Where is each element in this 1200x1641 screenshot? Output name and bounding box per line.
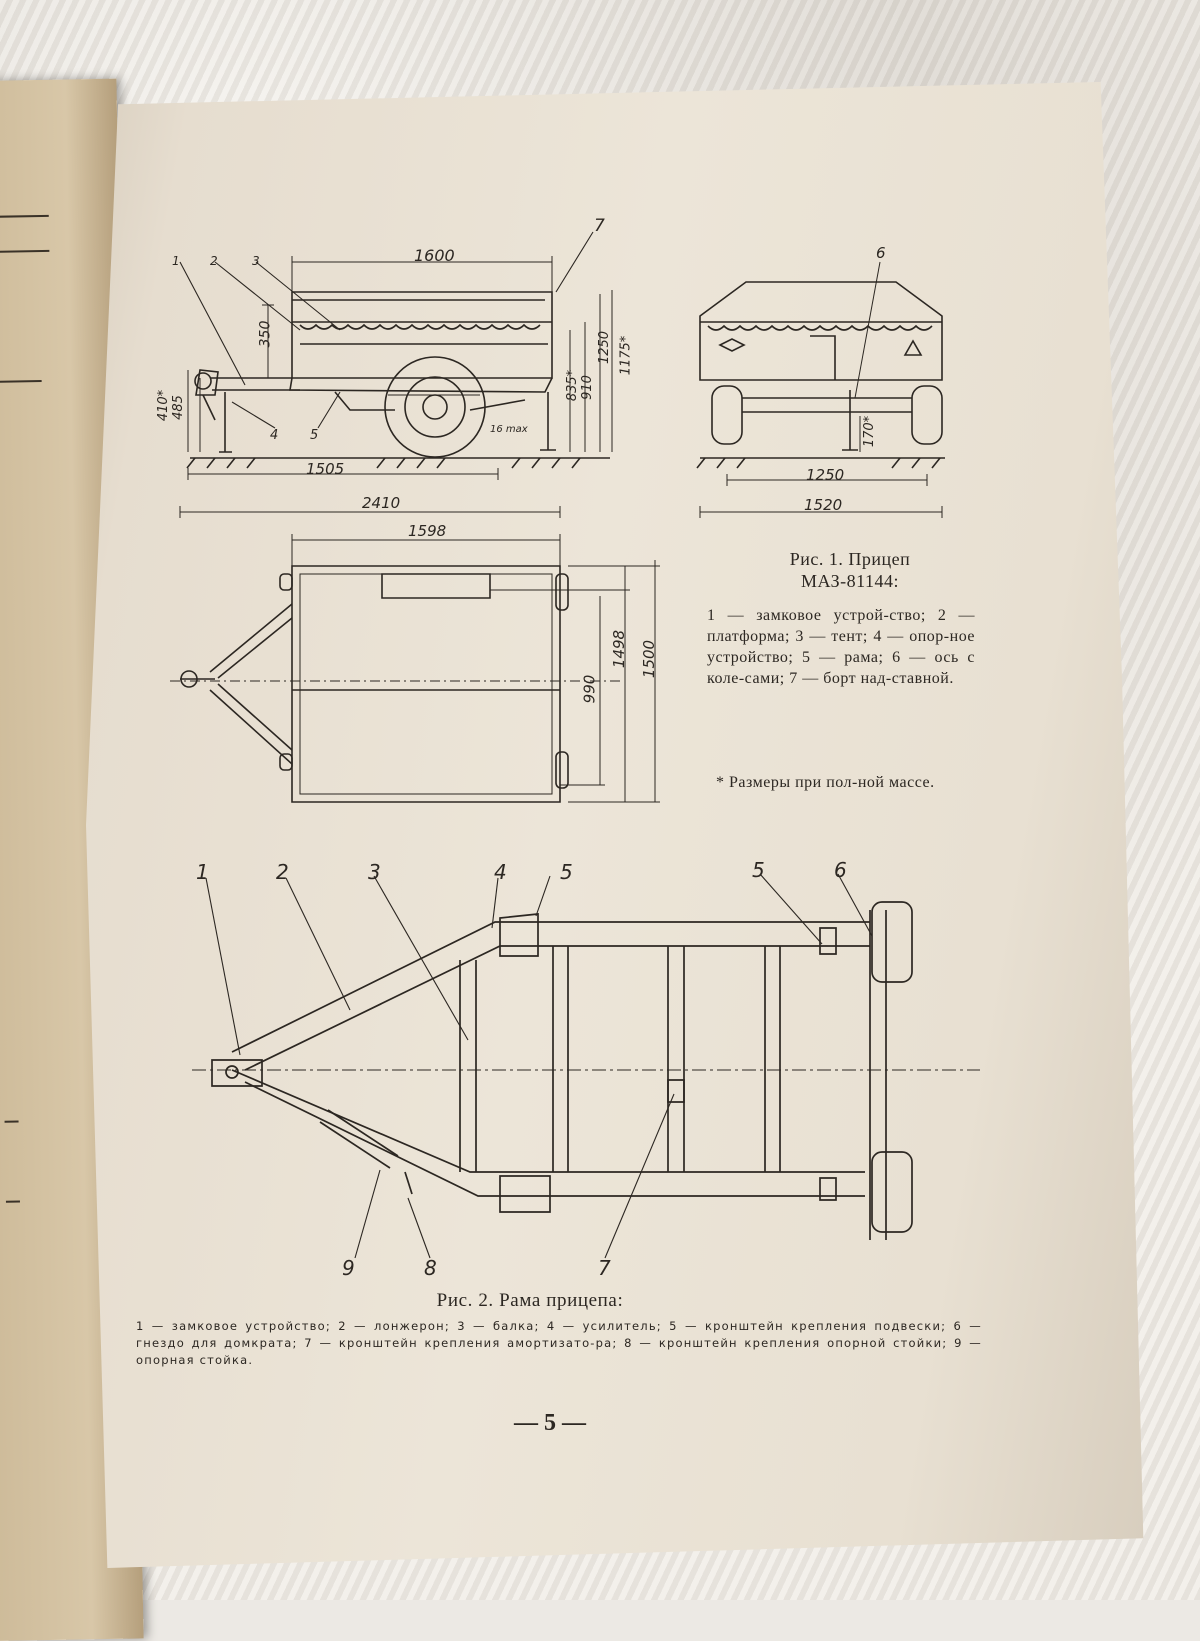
fig1-caption-title-line1: Рис. 1. Прицеп bbox=[789, 549, 911, 569]
callout-1: 1 bbox=[172, 254, 180, 268]
fig1-side-view bbox=[0, 0, 1200, 1600]
fig2-callout-7: 7 bbox=[598, 1256, 611, 1280]
callout-5: 5 bbox=[310, 428, 319, 443]
fig2-caption-title: Рис. 2. Рама прицепа: bbox=[436, 1290, 624, 1311]
fig2-callout-5b: 5 bbox=[752, 858, 765, 882]
fig2-callout-3: 3 bbox=[368, 860, 381, 884]
fig1-rear-view bbox=[0, 0, 1200, 1600]
page-number: — 5 — bbox=[514, 1410, 586, 1436]
booklet-page bbox=[86, 82, 1144, 1568]
callout-7: 7 bbox=[594, 216, 605, 236]
dim-wheelbase: 1505 bbox=[306, 460, 345, 478]
dim-overall-width: 1520 bbox=[804, 496, 843, 514]
fig2-frame-drawing bbox=[0, 0, 1200, 1600]
dim-total-length: 2410 bbox=[362, 494, 401, 512]
fig1-caption-title: Рис. 1. Прицеп МАЗ-81144: bbox=[740, 548, 960, 592]
callout-3: 3 bbox=[252, 254, 260, 268]
fig2-callout-5a: 5 bbox=[560, 860, 573, 884]
fig2-callout-2: 2 bbox=[276, 860, 289, 884]
fig1-caption-footnote: * Размеры при пол-ной массе. bbox=[716, 774, 935, 791]
callout-2: 2 bbox=[210, 254, 218, 268]
fig2-caption-legend: 1 — замковое устройство; 2 — лонжерон; 3… bbox=[136, 1319, 982, 1367]
fig2-callout-6: 6 bbox=[834, 858, 847, 882]
fig1-caption-legend: 1 — замковое устрой-ство; 2 — платформа;… bbox=[707, 607, 975, 687]
dim-box-length: 1600 bbox=[414, 246, 455, 265]
fig2-callout-9: 9 bbox=[342, 1256, 355, 1280]
dim-track-width: 1250 bbox=[806, 466, 845, 484]
fig2-callout-8: 8 bbox=[424, 1256, 437, 1280]
fig1-top-view bbox=[0, 0, 1200, 1600]
dim-top-length: 1598 bbox=[408, 522, 447, 540]
fig2-callout-4: 4 bbox=[494, 860, 507, 884]
callout-6: 6 bbox=[876, 244, 886, 262]
callout-4: 4 bbox=[270, 428, 279, 443]
fig1-caption-title-line2: МАЗ-81144: bbox=[801, 571, 899, 591]
wheel-travel-label: 16 max bbox=[490, 424, 528, 435]
fig2-callout-1: 1 bbox=[196, 860, 209, 884]
